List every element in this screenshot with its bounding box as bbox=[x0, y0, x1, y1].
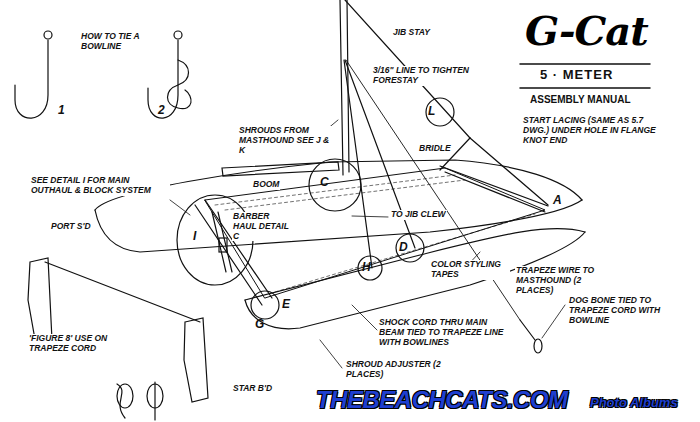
trapeze-wire bbox=[346, 60, 520, 320]
watermark: Photo Albums bbox=[590, 396, 678, 411]
callout-note: 3/16" LINE TO TIGHTEN FORESTAY bbox=[372, 66, 486, 86]
hull-label: PORT S'D bbox=[50, 222, 92, 232]
step-number: 1 bbox=[58, 104, 65, 118]
part-name: BOOM bbox=[252, 180, 280, 190]
callout-note: SHROUDS FROM MASTHOUND SEE J & K bbox=[238, 126, 336, 155]
detail-circle bbox=[358, 256, 382, 280]
port-hull bbox=[95, 200, 582, 252]
boom bbox=[222, 162, 339, 176]
callout-note: SHOCK CORD THRU MAIN BEAM TIED TO TRAPEZ… bbox=[378, 318, 508, 347]
detail-circle bbox=[426, 98, 454, 126]
leader-line bbox=[352, 216, 388, 217]
brand-logo: G-Cat bbox=[525, 8, 648, 54]
part-name: BRIDLE bbox=[418, 144, 452, 154]
bridle-wire bbox=[440, 138, 470, 170]
logo-rule bbox=[520, 63, 650, 65]
figure-eight-knot bbox=[117, 384, 125, 418]
callout-note: TRAPEZE WIRE TO MASTHOUND (2 PLACES) bbox=[515, 266, 617, 295]
leader-line bbox=[352, 305, 377, 330]
front-beam bbox=[440, 166, 548, 206]
mast bbox=[340, 0, 343, 175]
detail-circle bbox=[309, 159, 361, 211]
detail-letter: C bbox=[320, 176, 329, 190]
detail-letter: H bbox=[362, 261, 371, 275]
figure-eight-knot bbox=[117, 384, 133, 408]
detail-circle bbox=[396, 234, 424, 262]
leader-line bbox=[542, 305, 565, 338]
detail-letter: L bbox=[428, 105, 435, 119]
front-beam bbox=[445, 172, 545, 212]
shroud bbox=[344, 60, 372, 268]
bowline-figure bbox=[44, 31, 52, 39]
lacing bbox=[215, 175, 535, 292]
callout-note: SHROUD ADJUSTER (2 PLACES) bbox=[345, 360, 477, 380]
callout-note: DOG BONE TIED TO TRAPEZE CORD WITH BOWLI… bbox=[568, 296, 680, 325]
mainsheet bbox=[218, 212, 232, 272]
leader-line bbox=[170, 200, 190, 215]
callout-note: START LACING (SAME AS 5.7 DWG.) UNDER HO… bbox=[522, 116, 664, 145]
trapeze-cord bbox=[520, 320, 535, 340]
leader-line bbox=[320, 340, 342, 368]
rudder bbox=[184, 318, 208, 402]
bowline-figure bbox=[174, 31, 182, 39]
model-name: 5 · METER bbox=[540, 68, 613, 83]
callout-note: TO JIB CLEW bbox=[390, 210, 447, 220]
detail-letter: A bbox=[553, 194, 562, 208]
figure-eight-knot bbox=[154, 382, 155, 420]
step-number: 2 bbox=[158, 104, 165, 118]
bowline-figure bbox=[168, 60, 192, 109]
detail-letter: E bbox=[282, 298, 290, 312]
logo-rule bbox=[520, 87, 650, 89]
callout-note: BARBER HAUL DETAIL C bbox=[232, 212, 292, 241]
dog-bone bbox=[534, 339, 542, 353]
rudder bbox=[28, 258, 52, 345]
knot-caption: 'FIGURE 8' USE ON TRAPEZE CORD bbox=[28, 334, 122, 354]
callout-note: SEE DETAIL I FOR MAIN OUTHAUL & BLOCK SY… bbox=[30, 176, 170, 196]
hull-label: STAR B'D bbox=[232, 384, 273, 394]
detail-circle bbox=[251, 291, 279, 319]
watermark: THEBEACHCATS.COM bbox=[316, 386, 568, 414]
shroud bbox=[345, 60, 415, 248]
bowline-figure bbox=[15, 40, 48, 118]
detail-letter: D bbox=[399, 241, 408, 255]
block bbox=[219, 238, 227, 252]
detail-letter: G bbox=[255, 318, 264, 332]
callout-note: COLOR STYLING TAPES bbox=[430, 260, 510, 280]
trampoline bbox=[205, 168, 545, 298]
part-name: JIB STAY bbox=[392, 28, 431, 38]
tiller-crossbar bbox=[45, 262, 200, 322]
mainsheet bbox=[212, 212, 226, 272]
document-title: ASSEMBLY MANUAL bbox=[530, 94, 631, 106]
detail-letter: I bbox=[193, 230, 196, 244]
knot-caption: HOW TO TIE A BOWLINE bbox=[80, 32, 152, 52]
